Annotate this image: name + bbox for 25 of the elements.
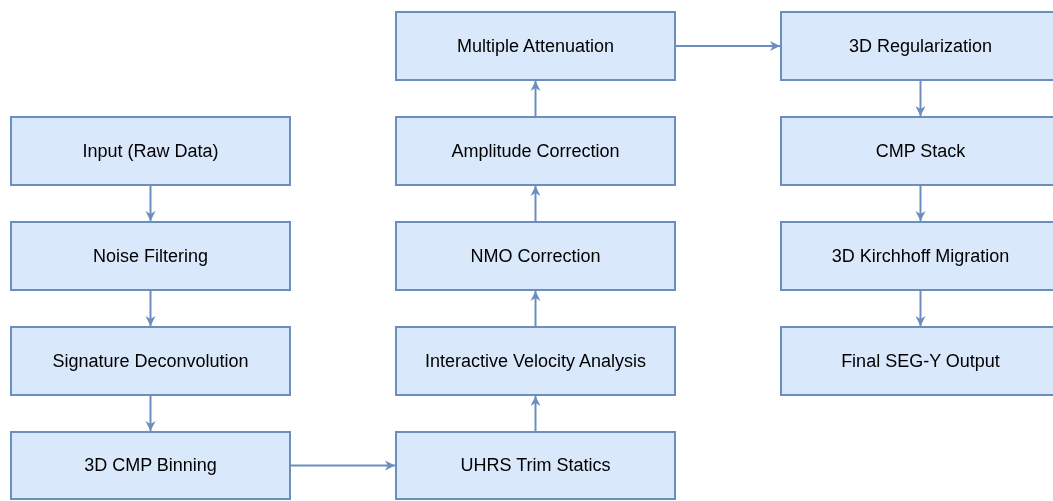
process-box: Amplitude Correction [395,116,676,186]
process-box: Noise Filtering [10,221,291,291]
process-box: 3D Regularization [780,11,1053,81]
process-box: NMO Correction [395,221,676,291]
process-box: Final SEG-Y Output [780,326,1053,396]
arrow [145,290,156,327]
arrow [915,185,926,222]
arrow [675,41,781,51]
arrow [530,185,541,222]
process-box: Signature Deconvolution [10,326,291,396]
arrow [530,290,541,327]
arrow [915,290,926,327]
arrow [915,80,926,117]
process-box: 3D CMP Binning [10,431,291,500]
process-box: 3D Kirchhoff Migration [780,221,1053,291]
process-box: Interactive Velocity Analysis [395,326,676,396]
process-box: UHRS Trim Statics [395,431,676,500]
process-box: Input (Raw Data) [10,116,291,186]
process-box: Multiple Attenuation [395,11,676,81]
arrow [145,395,156,432]
process-box: CMP Stack [780,116,1053,186]
arrow [530,80,541,117]
arrow [145,185,156,222]
arrow [290,460,396,471]
arrow [530,395,541,432]
